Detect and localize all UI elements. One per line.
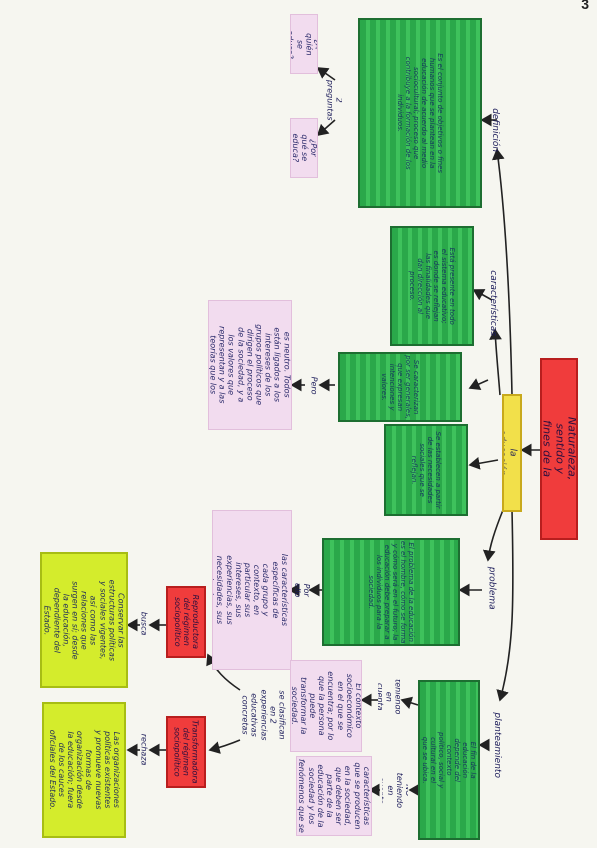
- label-teniendo: teniendo en cuenta: [378, 679, 400, 715]
- title-box: 1.1 Naturaleza, sentido y fines de la ed…: [540, 358, 578, 540]
- arrow-box-to-teniendo: [400, 696, 419, 709]
- label-busca: busca: [139, 612, 149, 636]
- arrow-center-to-definicion: [491, 148, 513, 396]
- arrow-center-to-problema: [482, 509, 504, 562]
- caract-pink-box: Ninguno de los propósitos ha sido o es n…: [208, 300, 292, 430]
- caract-box-2: Se caracterizan por ser generales, que e…: [338, 352, 462, 422]
- caract-box-1: Está presente en todo el sistema educati…: [390, 226, 474, 346]
- arrow-caract-to-box2: [468, 378, 489, 390]
- transformadora-red-box: Transformadora del régimen sociopolítico: [166, 716, 206, 788]
- no-teniendo-pink-box: Las características que se producen en l…: [296, 756, 372, 836]
- title-text: 1.1 Naturaleza, sentido y fines de la ed…: [540, 417, 578, 481]
- label-pero: Pero: [309, 377, 319, 395]
- label-por-ello: Por ello: [294, 582, 310, 598]
- arrow-clasifican-to-transformadora: [208, 739, 241, 754]
- label-caracteristicas: características: [488, 270, 499, 336]
- arrow-center-to-planteamiento: [496, 509, 514, 702]
- arrow-preguntas-to-q2: [316, 119, 336, 137]
- label-problema: problema: [486, 566, 497, 610]
- label-clasifican: se clasifican en 2 experiencias educativ…: [240, 689, 286, 741]
- label-no-teniendo: NO teniendo en cuenta: [382, 772, 408, 808]
- transformadora-lime-box: Las organizaciones políticas existentes …: [42, 702, 126, 838]
- arrow-caract-to-box3: [468, 457, 499, 470]
- label-2-preguntas: 2 preguntas: [326, 79, 342, 121]
- center-text: Fines de la educación: [502, 429, 522, 477]
- arrow-center-to-caracteristicas: [489, 328, 502, 396]
- reproductora-lime-box: Conservar las estructuras políticas y so…: [40, 552, 128, 688]
- reproductora-red-box: Reproductora del régimen sociopolítico: [166, 586, 206, 658]
- teniendo-pink-box: El contexto socioeconómico en el que se …: [290, 660, 362, 752]
- label-rechaza: rechaza: [139, 734, 149, 766]
- planteamiento-box: El fin de la educación depende del conte…: [418, 680, 480, 840]
- question-1-box: ¿A quién se educa?: [290, 14, 318, 74]
- problema-pink-box: Debe basarse en las características espe…: [212, 510, 292, 670]
- arrow-preguntas-to-q1: [316, 67, 336, 81]
- arrow-caract-to-box1: [472, 289, 493, 301]
- label-definicion: definición: [490, 108, 501, 152]
- arrow-clasifican-to-reproductora: [206, 653, 241, 691]
- problema-box: El problema de la educación es el hombre…: [322, 538, 460, 646]
- label-planteamiento: planteamiento: [492, 712, 503, 778]
- page-mark: 3: [581, 0, 589, 12]
- center-box: Fines de la educación: [502, 394, 522, 512]
- definicion-box: Es el conjunto de objetivos o fines huma…: [358, 18, 482, 208]
- caract-box-3: Se establecen a partir de las necesidade…: [384, 424, 468, 516]
- question-2-box: ¿Por qué se educa?: [290, 118, 318, 178]
